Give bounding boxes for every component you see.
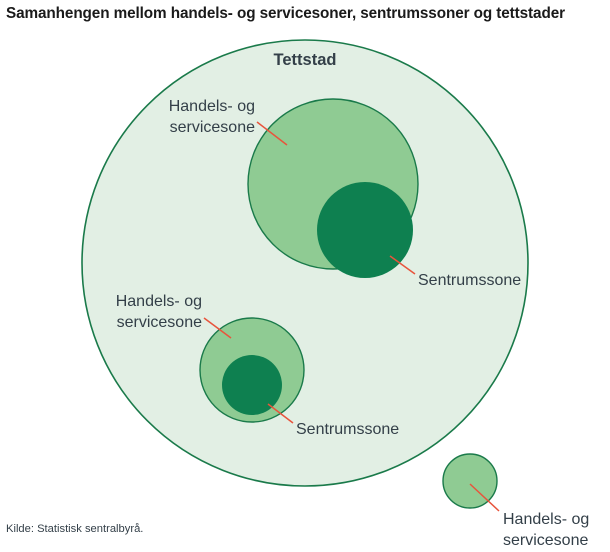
label-handels-lower-line1: Handels- og xyxy=(116,293,202,310)
leader-line-handels-upper xyxy=(256,121,288,146)
label-tettstad: Tettstad xyxy=(274,51,337,69)
label-handels-lower-line2: servicesone xyxy=(117,314,202,331)
label-sentrumssone-upper: Sentrumssone xyxy=(418,272,521,289)
label-handels-upper-line1: Handels- og xyxy=(169,98,255,115)
label-handels-standalone-line1: Handels- og xyxy=(503,511,589,528)
leader-line-sentrumssone-lower xyxy=(267,403,294,424)
circle-sentrumssone-lower xyxy=(222,355,282,415)
label-handels-standalone-line2: servicesone xyxy=(503,532,588,549)
leader-line-handels-lower xyxy=(203,317,232,339)
label-sentrumssone-lower: Sentrumssone xyxy=(296,421,399,438)
source-note: Kilde: Statistisk sentralbyrå. xyxy=(6,523,144,535)
label-handels-upper-line2: servicesone xyxy=(170,119,255,136)
circle-handels-standalone xyxy=(442,453,498,509)
leader-line-sentrumssone-upper xyxy=(389,255,416,275)
leader-line-handels-standalone xyxy=(469,483,500,512)
circle-sentrumssone-upper xyxy=(317,182,413,278)
page-title: Samanhengen mellom handels- og serviceso… xyxy=(6,5,565,22)
